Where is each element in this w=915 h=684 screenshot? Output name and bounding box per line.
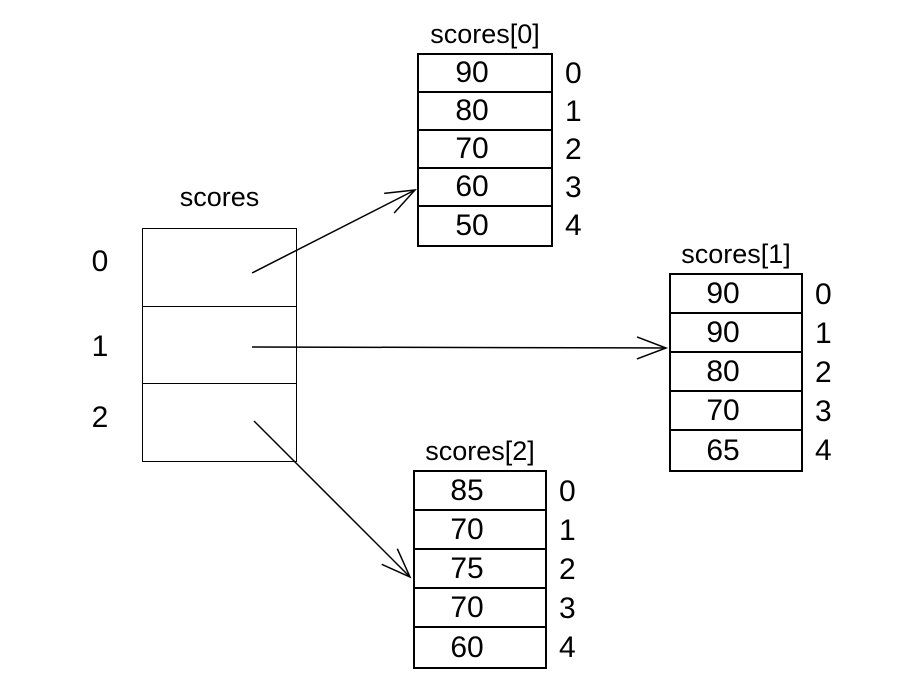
- index-label: 4: [815, 433, 832, 467]
- pointer-index-1: 1: [91, 330, 109, 363]
- arrow-scores1-icon: [251, 336, 669, 360]
- index-label: 4: [565, 209, 582, 242]
- pointer-index-0: 0: [91, 245, 109, 278]
- sub-array-0-title: scores[0]: [430, 19, 540, 49]
- index-label: 0: [565, 57, 582, 90]
- value-cell: 60: [450, 630, 484, 664]
- sub-array-0-indices: 0 1 2 3 4: [565, 55, 582, 245]
- index-label: 3: [559, 591, 576, 625]
- sub-array-1: scores[1] 90 90 80 70 65 0 1 2 3 4: [669, 240, 832, 472]
- sub-array-0: scores[0] 90 80 70 60 50 0 1 2 3 4: [417, 20, 582, 247]
- value-cell: 60: [419, 169, 551, 207]
- index-label: 2: [559, 552, 576, 586]
- value-cell: 50: [455, 209, 489, 242]
- value-cell: 80: [419, 93, 551, 131]
- pointer-array-box: [142, 228, 297, 462]
- value-cell: 70: [415, 511, 545, 550]
- value-cell: 70: [415, 589, 545, 628]
- sub-array-2: scores[2] 85 70 75 70 60 0 1 2 3 4: [413, 437, 576, 669]
- index-label: 1: [559, 513, 576, 547]
- index-label: 2: [815, 355, 832, 389]
- index-label: 1: [565, 95, 582, 128]
- sub-array-1-indices: 0 1 2 3 4: [815, 275, 832, 470]
- value-cell: 75: [415, 550, 545, 589]
- index-label: 0: [559, 474, 576, 508]
- pointer-array-title: scores: [179, 182, 260, 212]
- value-cell: 85: [415, 472, 545, 511]
- pointer-cell-0: [143, 229, 296, 307]
- value-cell: 90: [671, 275, 801, 314]
- value-cell: 90: [671, 314, 801, 353]
- sub-array-1-title: scores[1]: [681, 239, 791, 269]
- index-label: 3: [815, 394, 832, 428]
- pointer-cell-2: [143, 384, 296, 461]
- pointer-index-2: 2: [91, 401, 109, 434]
- sub-array-2-title: scores[2]: [425, 436, 535, 466]
- value-cell: 70: [671, 392, 801, 431]
- index-label: 4: [559, 630, 576, 664]
- value-cell: 80: [671, 353, 801, 392]
- value-cell: 90: [419, 55, 551, 93]
- sub-array-2-indices: 0 1 2 3 4: [559, 472, 576, 667]
- sub-array-0-table: 90 80 70 60 50: [417, 53, 553, 247]
- sub-array-1-table: 90 90 80 70 65: [669, 273, 803, 472]
- value-cell: 70: [419, 131, 551, 169]
- index-label: 1: [815, 316, 832, 350]
- index-label: 3: [565, 171, 582, 204]
- pointer-cell-1: [143, 307, 296, 385]
- sub-array-2-table: 85 70 75 70 60: [413, 470, 547, 669]
- value-cell: 65: [706, 433, 740, 467]
- index-label: 0: [815, 277, 832, 311]
- index-label: 2: [565, 133, 582, 166]
